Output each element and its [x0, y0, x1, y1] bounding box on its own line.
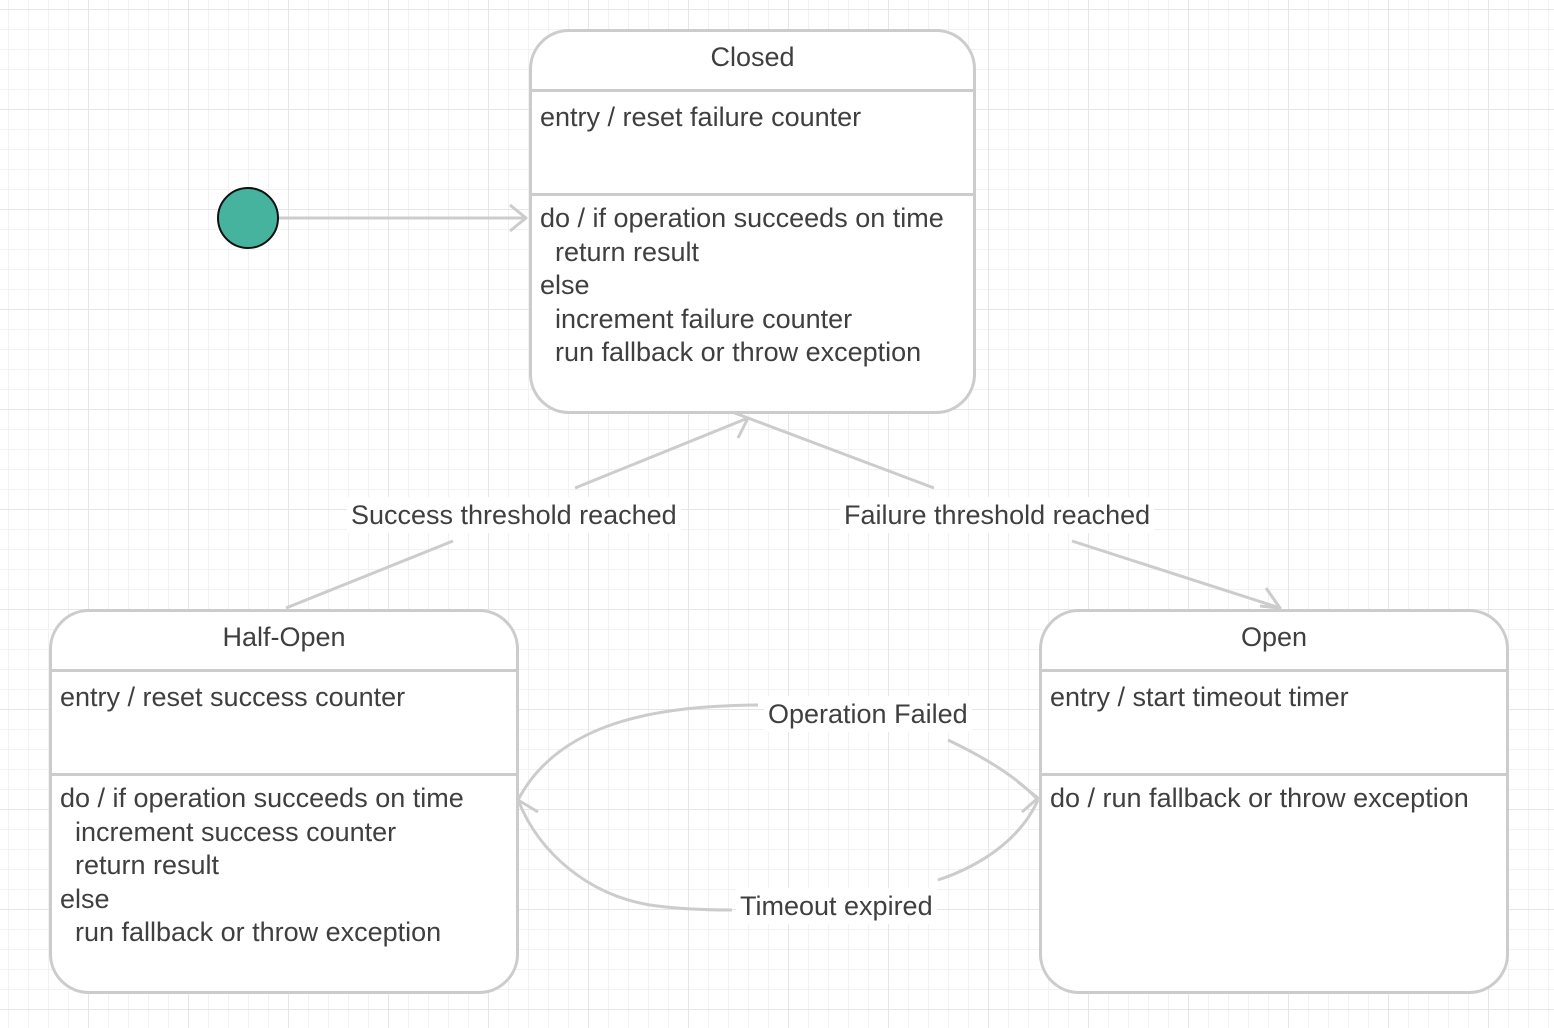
label-failure-threshold: Failure threshold reached — [840, 497, 1155, 533]
state-half-open[interactable]: Half-Open entry / reset success counter … — [49, 609, 519, 994]
state-open-title: Open — [1042, 612, 1506, 672]
state-open[interactable]: Open entry / start timeout timer do / ru… — [1039, 609, 1509, 994]
do-line: do / run fallback or throw exception — [1050, 783, 1469, 813]
do-line: do / if operation succeeds on time — [60, 783, 464, 813]
do-line: run fallback or throw exception — [540, 337, 922, 368]
state-closed-do: do / if operation succeeds on time retur… — [532, 196, 973, 370]
label-success-threshold: Success threshold reached — [347, 497, 681, 533]
state-half-open-title: Half-Open — [52, 612, 516, 672]
do-line: return result — [540, 236, 700, 267]
state-open-entry: entry / start timeout timer — [1042, 672, 1506, 776]
state-half-open-do: do / if operation succeeds on time incre… — [52, 776, 516, 950]
do-line: return result — [60, 850, 220, 881]
transition-initial[interactable] — [278, 203, 528, 233]
do-line: do / if operation succeeds on time — [540, 203, 944, 233]
do-line: else — [60, 883, 110, 914]
state-half-open-entry: entry / reset success counter — [52, 672, 516, 776]
state-closed-entry: entry / reset failure counter — [532, 92, 973, 196]
state-closed-title: Closed — [532, 32, 973, 92]
transition-op-failed[interactable] — [516, 703, 1040, 814]
initial-node[interactable] — [217, 187, 279, 249]
do-line: run fallback or throw exception — [60, 917, 442, 948]
state-open-do: do / run fallback or throw exception — [1042, 776, 1506, 816]
do-line: increment failure counter — [540, 303, 853, 334]
do-line: increment success counter — [60, 816, 397, 847]
transition-failure[interactable] — [747, 416, 1282, 610]
state-closed[interactable]: Closed entry / reset failure counter do … — [529, 29, 976, 414]
label-timeout-expired: Timeout expired — [736, 888, 937, 924]
label-operation-failed: Operation Failed — [764, 696, 972, 732]
do-line: else — [540, 270, 590, 301]
